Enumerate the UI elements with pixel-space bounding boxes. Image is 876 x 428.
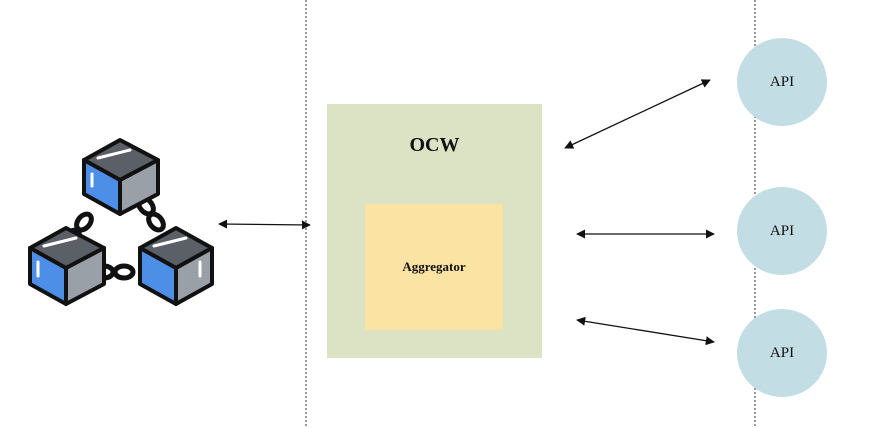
api-label: API (769, 73, 795, 90)
ocw-label: OCW (409, 134, 460, 156)
api-label: API (769, 222, 795, 239)
cube-top-icon (82, 138, 160, 216)
arrow-blockchain-ocw (218, 219, 311, 230)
aggregator-label: Aggregator (402, 259, 466, 274)
api-node-1: API (737, 38, 827, 126)
ocw-box: OCW Aggregator (327, 104, 542, 358)
api-node-2: API (737, 187, 827, 275)
arrow-ocw-api-1 (564, 79, 711, 149)
aggregator-box: Aggregator (365, 204, 503, 330)
cube-left-icon (28, 226, 106, 306)
api-label: API (769, 344, 795, 361)
cube-right-icon (138, 226, 214, 306)
blockchain-icon (28, 138, 214, 306)
arrow-ocw-api-3 (576, 316, 715, 346)
api-node-3: API (737, 309, 827, 397)
